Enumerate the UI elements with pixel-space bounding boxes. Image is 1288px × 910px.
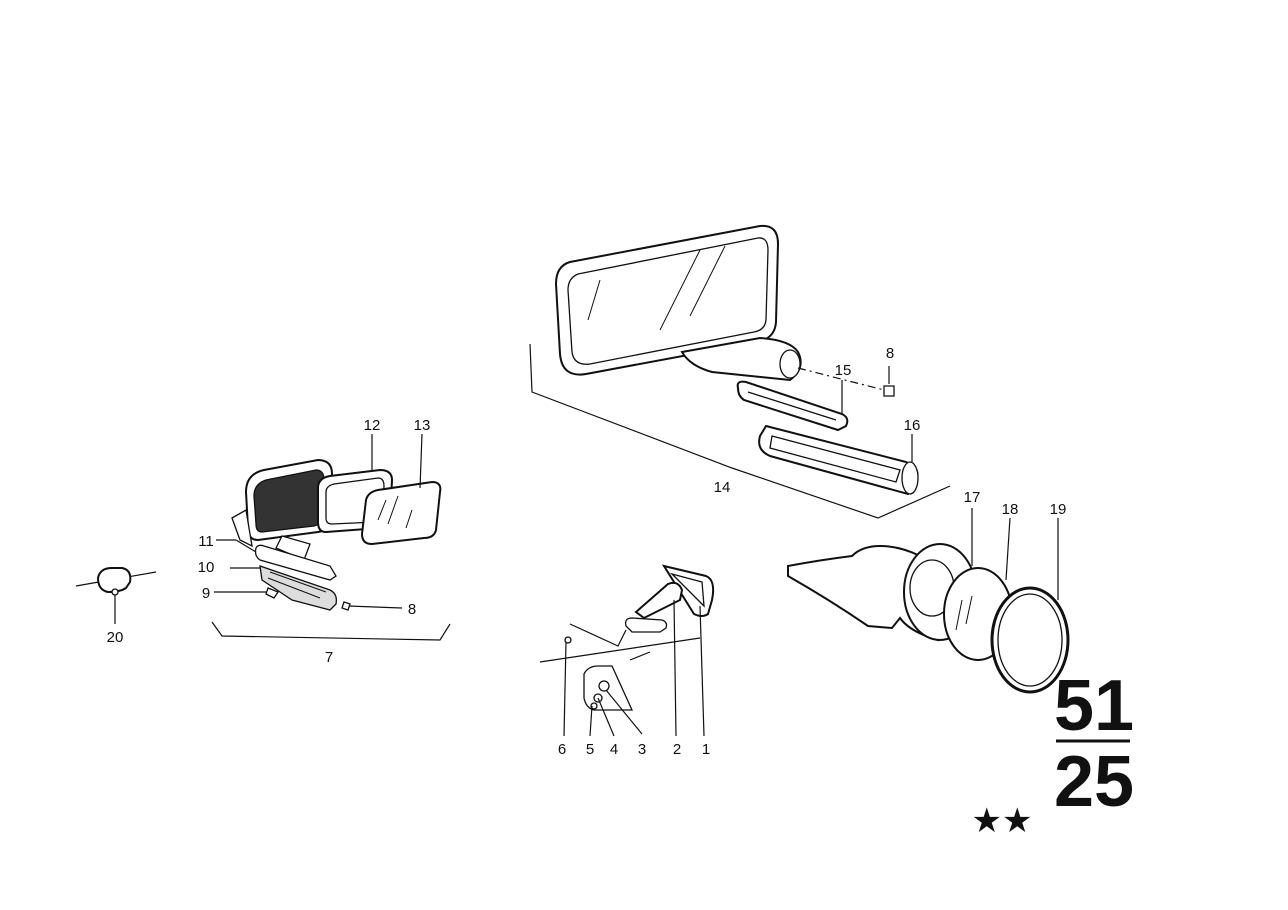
label-18: 18 <box>1002 501 1019 518</box>
mirror-base-plate-15 <box>736 380 849 432</box>
group-number-block: 51 25 ★★ <box>972 666 1135 841</box>
label-7: 7 <box>325 649 333 666</box>
label-12: 12 <box>364 417 381 434</box>
part-number-labels: 1 2 3 4 5 6 7 8 8 9 10 11 12 13 14 15 16… <box>107 345 1067 758</box>
label-8-top: 8 <box>886 345 894 362</box>
outside-mirror-large <box>787 508 1070 694</box>
label-10: 10 <box>198 559 215 576</box>
label-9: 9 <box>202 585 210 602</box>
label-14: 14 <box>714 479 731 496</box>
label-2: 2 <box>673 741 681 758</box>
label-17: 17 <box>964 489 981 506</box>
screw-8-interior <box>883 366 895 397</box>
label-3: 3 <box>638 741 646 758</box>
label-8-lower: 8 <box>408 601 416 618</box>
group-14-bracket <box>529 343 951 519</box>
label-13: 13 <box>414 417 431 434</box>
clip-20 <box>75 567 157 624</box>
mirror-base-cover-16 <box>758 424 919 496</box>
interior-rear-view-mirror <box>554 224 885 391</box>
label-15: 15 <box>835 362 852 379</box>
group-sub-number: 25 <box>1054 742 1134 822</box>
label-6: 6 <box>558 741 566 758</box>
label-20: 20 <box>107 629 124 646</box>
label-16: 16 <box>904 417 921 434</box>
label-5: 5 <box>586 741 594 758</box>
outside-mirror-small <box>539 564 715 737</box>
group-7-bracket <box>211 621 451 641</box>
label-1: 1 <box>702 741 710 758</box>
group-main-number: 51 <box>1054 666 1134 746</box>
star-marks: ★★ <box>972 801 1033 841</box>
label-4: 4 <box>610 741 618 758</box>
label-11: 11 <box>198 533 214 550</box>
sun-visor-mirror-assembly <box>214 433 442 611</box>
label-19: 19 <box>1050 501 1067 518</box>
